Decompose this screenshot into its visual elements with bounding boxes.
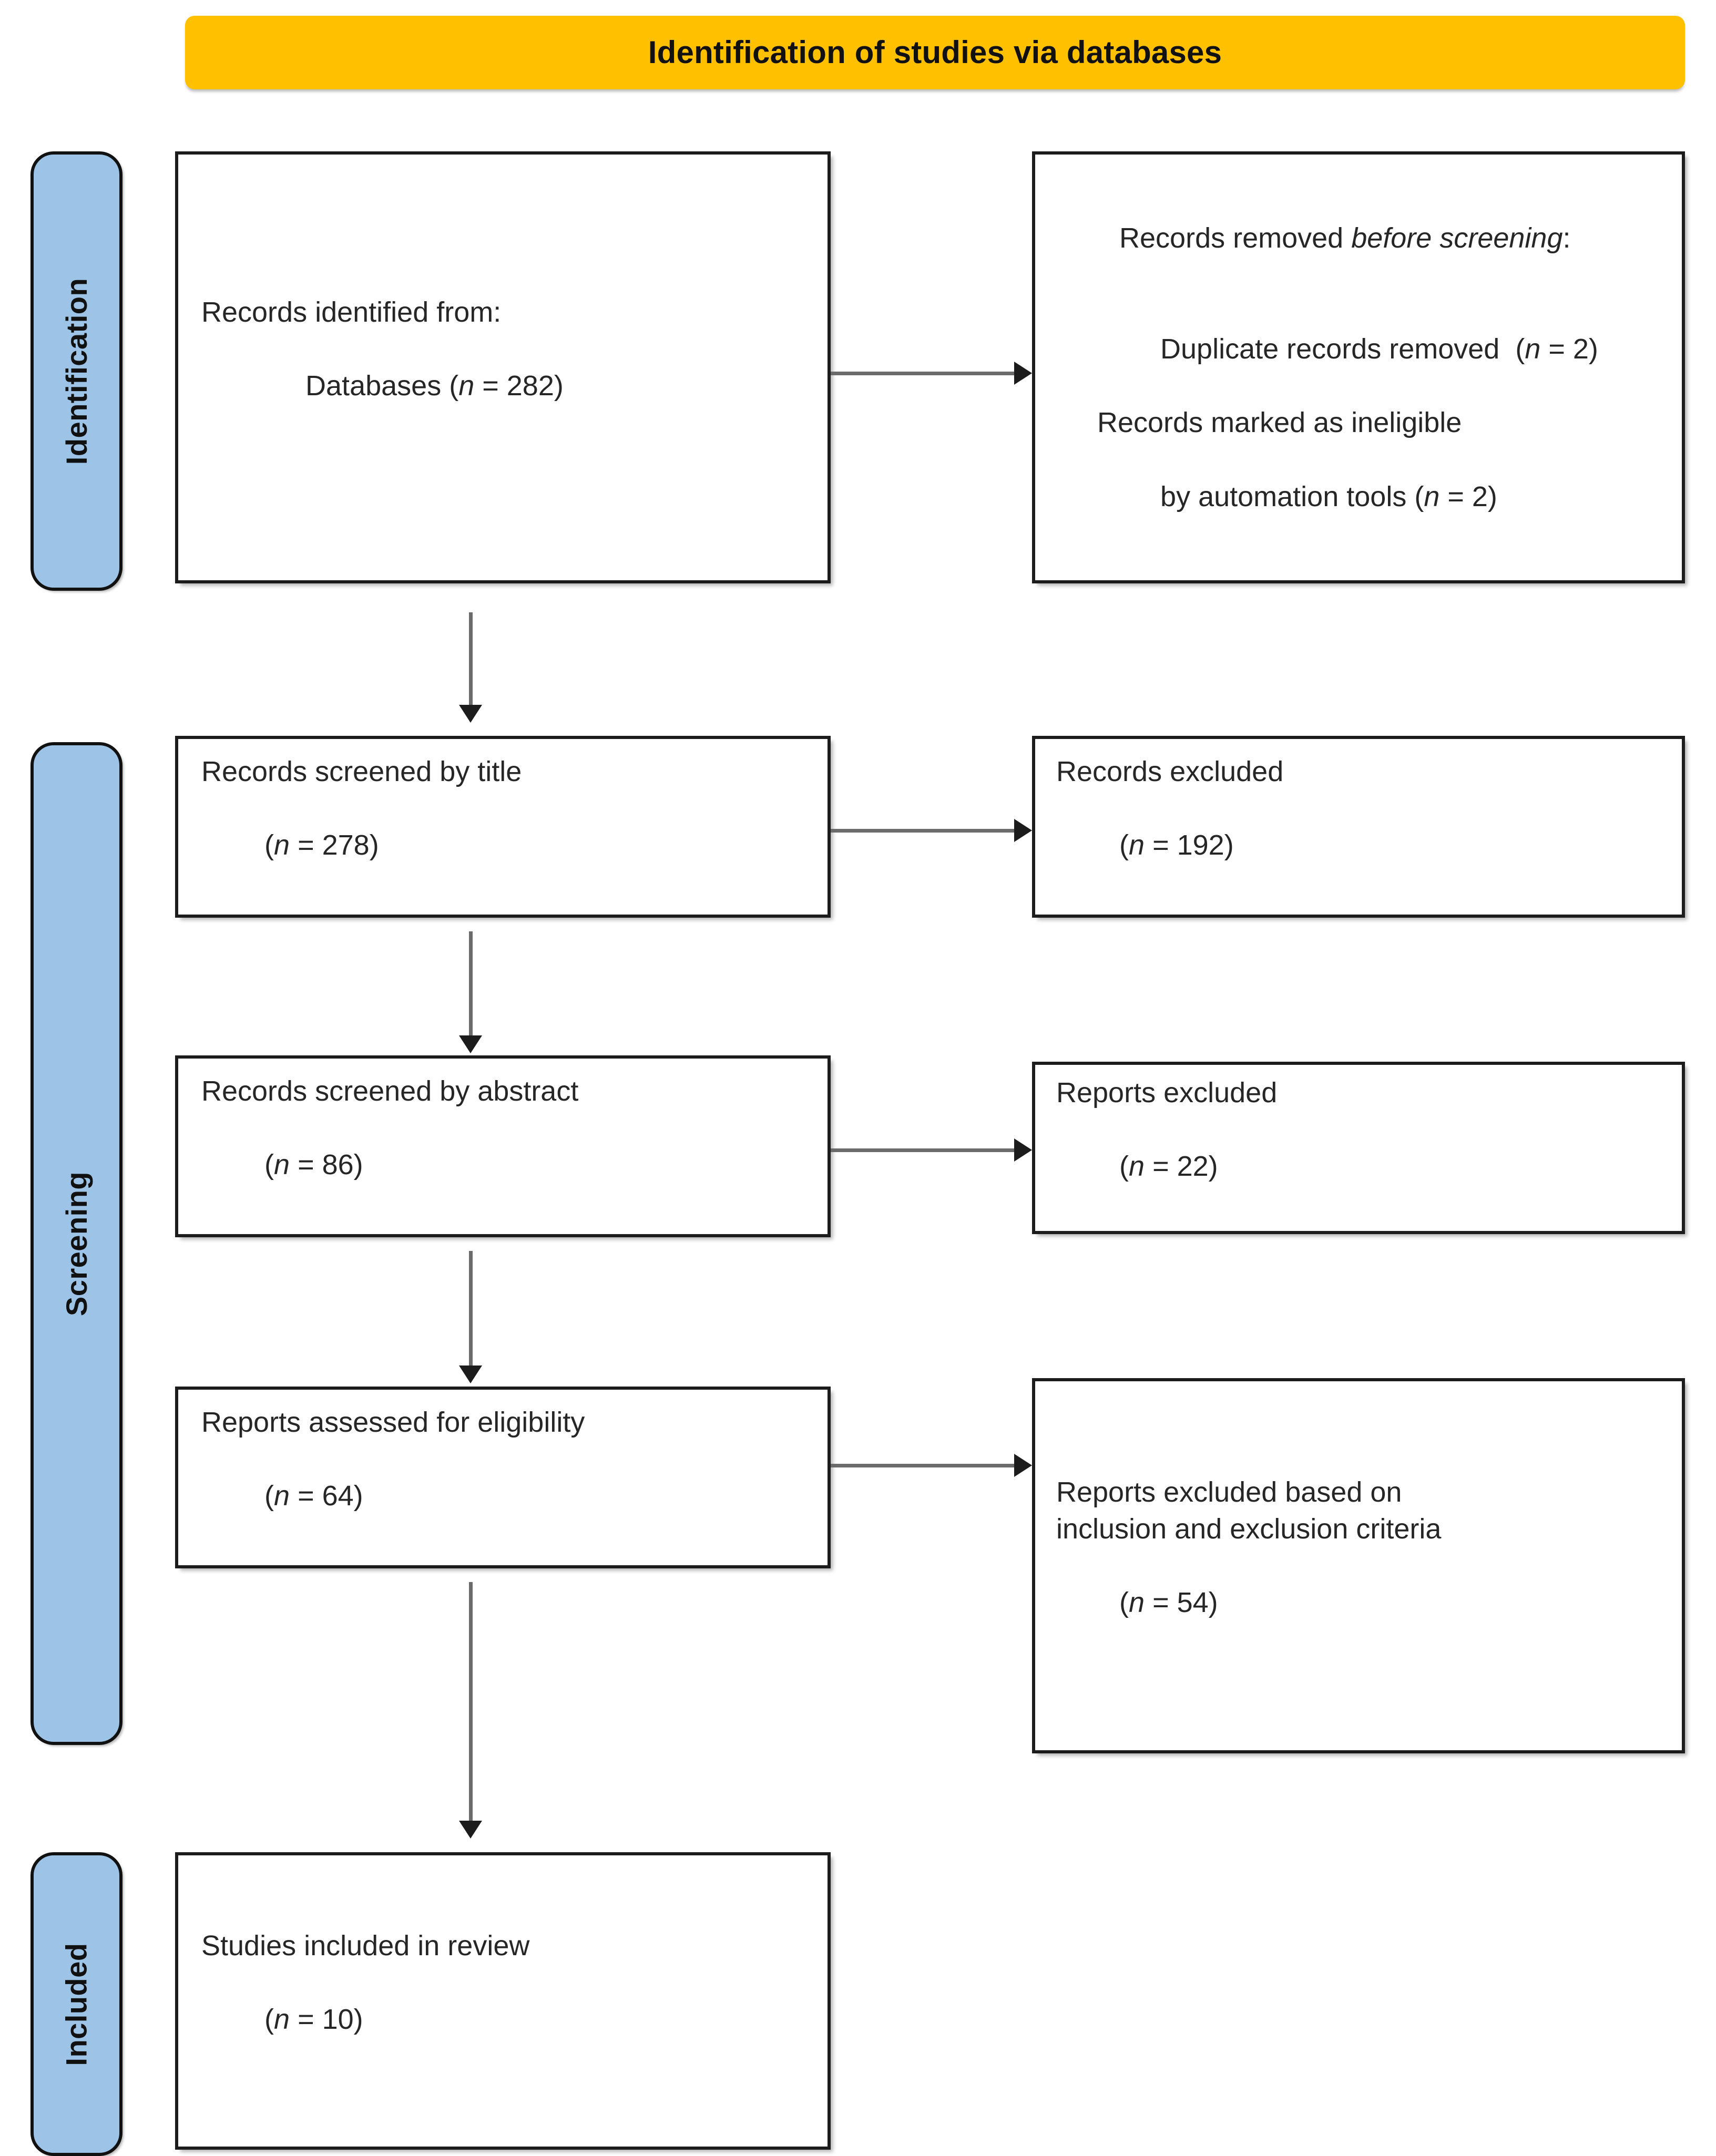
studies-included-n-italic: n — [274, 2004, 290, 2035]
screened-abstract-count: = 86) — [290, 1149, 363, 1180]
box-records-identified: Records identified from: Databases (n = … — [175, 151, 831, 583]
arrow-head-icon — [459, 1366, 482, 1383]
diagram-banner-label: Identification of studies via databases — [648, 35, 1222, 70]
excluded-criteria-line-1: Reports excluded based on — [1056, 1476, 1402, 1508]
studies-included-line-1: Studies included in review — [201, 1929, 530, 1962]
records-removed-line-4: by automation tools (n = 2) — [1056, 441, 1661, 552]
arrow-head-icon — [1014, 819, 1032, 842]
arrow-eligibility-to-included — [459, 1582, 482, 1839]
excluded-criteria-n-italic: n — [1129, 1587, 1145, 1619]
records-removed-prefix: Records removed — [1119, 222, 1352, 254]
arrow-head-icon — [1014, 1454, 1032, 1477]
records-removed-line-3: Records marked as ineligible — [1097, 407, 1462, 439]
excluded-title-n-italic: n — [1129, 829, 1145, 861]
arrow-head-icon — [1014, 362, 1032, 385]
excluded-title-line-2: (n = 192) — [1056, 790, 1661, 901]
arrow-screened-abstract-to-excluded — [831, 1138, 1032, 1162]
assessed-eligibility-line-1: Reports assessed for eligibility — [201, 1406, 585, 1438]
records-identified-line-2: Databases (n = 282) — [201, 331, 804, 442]
stage-label-included-text: Included — [60, 1942, 94, 2066]
assessed-eligibility-line-2: (n = 64) — [201, 1441, 804, 1552]
arrow-identified-to-removed — [831, 362, 1032, 385]
excluded-title-count: = 192) — [1145, 829, 1234, 861]
arrow-head-icon — [459, 1035, 482, 1053]
assessed-eligibility-count: = 64) — [290, 1480, 363, 1512]
assessed-eligibility-prefix: ( — [264, 1480, 274, 1512]
screened-title-line-2: (n = 278) — [201, 790, 804, 901]
screened-title-line-1: Records screened by title — [201, 755, 522, 787]
studies-included-prefix: ( — [264, 2004, 274, 2035]
arrow-line — [468, 1251, 473, 1366]
arrow-line — [468, 612, 473, 705]
automation-tools-count: = 2) — [1439, 480, 1497, 512]
box-records-screened-abstract: Records screened by abstract (n = 86) — [175, 1055, 831, 1237]
arrow-identified-to-screened-title — [459, 612, 482, 723]
automation-tools-prefix: by automation tools ( — [1160, 480, 1424, 512]
screened-title-prefix: ( — [264, 829, 274, 861]
duplicate-records-count: = 2) — [1540, 333, 1598, 365]
arrow-line — [831, 1148, 1014, 1152]
records-identified-databases-count: = 282) — [474, 370, 564, 402]
assessed-eligibility-n-italic: n — [274, 1480, 290, 1512]
excluded-abstract-line-1: Reports excluded — [1056, 1076, 1278, 1108]
excluded-criteria-prefix: ( — [1119, 1587, 1129, 1619]
records-identified-n-italic: n — [458, 370, 475, 402]
duplicate-records-prefix: Duplicate records removed ( — [1160, 333, 1525, 365]
duplicate-records-n-italic: n — [1525, 333, 1541, 365]
stage-label-screening: Screening — [30, 742, 122, 1745]
arrow-screened-title-to-screened-abstract — [459, 931, 482, 1053]
excluded-title-line-1: Records excluded — [1056, 755, 1284, 787]
screened-abstract-prefix: ( — [264, 1149, 274, 1180]
stage-label-included: Included — [30, 1852, 122, 2156]
diagram-banner: Identification of studies via databases — [185, 16, 1685, 89]
automation-tools-n-italic: n — [1424, 480, 1440, 512]
box-reports-excluded-criteria: Reports excluded based on inclusion and … — [1032, 1378, 1685, 1753]
screened-abstract-n-italic: n — [274, 1149, 290, 1180]
box-records-removed: Records removed before screening: Duplic… — [1032, 151, 1685, 583]
arrow-screened-abstract-to-eligibility — [459, 1251, 482, 1383]
screened-title-count: = 278) — [290, 829, 379, 861]
records-removed-line-1: Records removed before screening: — [1056, 183, 1661, 294]
arrow-line — [831, 828, 1014, 833]
arrow-head-icon — [459, 705, 482, 723]
arrow-line — [468, 931, 473, 1035]
arrow-head-icon — [1014, 1138, 1032, 1162]
box-reports-assessed-eligibility: Reports assessed for eligibility (n = 64… — [175, 1387, 831, 1568]
excluded-title-prefix: ( — [1119, 829, 1129, 861]
arrow-head-icon — [459, 1821, 482, 1839]
excluded-abstract-prefix: ( — [1119, 1151, 1129, 1182]
arrow-line — [831, 1463, 1014, 1467]
excluded-criteria-count: = 54) — [1145, 1587, 1218, 1619]
excluded-abstract-n-italic: n — [1129, 1151, 1145, 1182]
records-removed-colon: : — [1562, 222, 1571, 254]
arrow-eligibility-to-excluded-criteria — [831, 1454, 1032, 1477]
box-reports-excluded-abstract: Reports excluded (n = 22) — [1032, 1062, 1685, 1234]
records-identified-line-1: Records identified from: — [201, 296, 502, 328]
stage-label-screening-text: Screening — [60, 1171, 94, 1316]
stage-label-identification: Identification — [30, 151, 122, 591]
arrow-line — [831, 371, 1014, 375]
box-records-screened-title: Records screened by title (n = 278) — [175, 736, 831, 918]
excluded-abstract-count: = 22) — [1145, 1151, 1218, 1182]
records-removed-line-2: Duplicate records removed (n = 2) — [1056, 294, 1661, 405]
arrow-screened-title-to-excluded — [831, 819, 1032, 842]
screened-abstract-line-2: (n = 86) — [201, 1110, 804, 1220]
excluded-criteria-line-3: (n = 54) — [1056, 1547, 1661, 1658]
records-identified-databases-prefix: Databases ( — [305, 370, 459, 402]
box-studies-included: Studies included in review (n = 10) — [175, 1852, 831, 2150]
studies-included-line-2: (n = 10) — [201, 1964, 804, 2075]
studies-included-count: = 10) — [290, 2004, 363, 2035]
stage-label-identification-text: Identification — [60, 278, 94, 465]
excluded-criteria-line-2: inclusion and exclusion criteria — [1056, 1513, 1442, 1545]
arrow-line — [468, 1582, 473, 1821]
screened-abstract-line-1: Records screened by abstract — [201, 1075, 579, 1107]
box-records-excluded-title: Records excluded (n = 192) — [1032, 736, 1685, 918]
records-removed-before-screening-italic: before screening — [1351, 222, 1563, 254]
screened-title-n-italic: n — [274, 829, 290, 861]
excluded-abstract-line-2: (n = 22) — [1056, 1111, 1661, 1222]
